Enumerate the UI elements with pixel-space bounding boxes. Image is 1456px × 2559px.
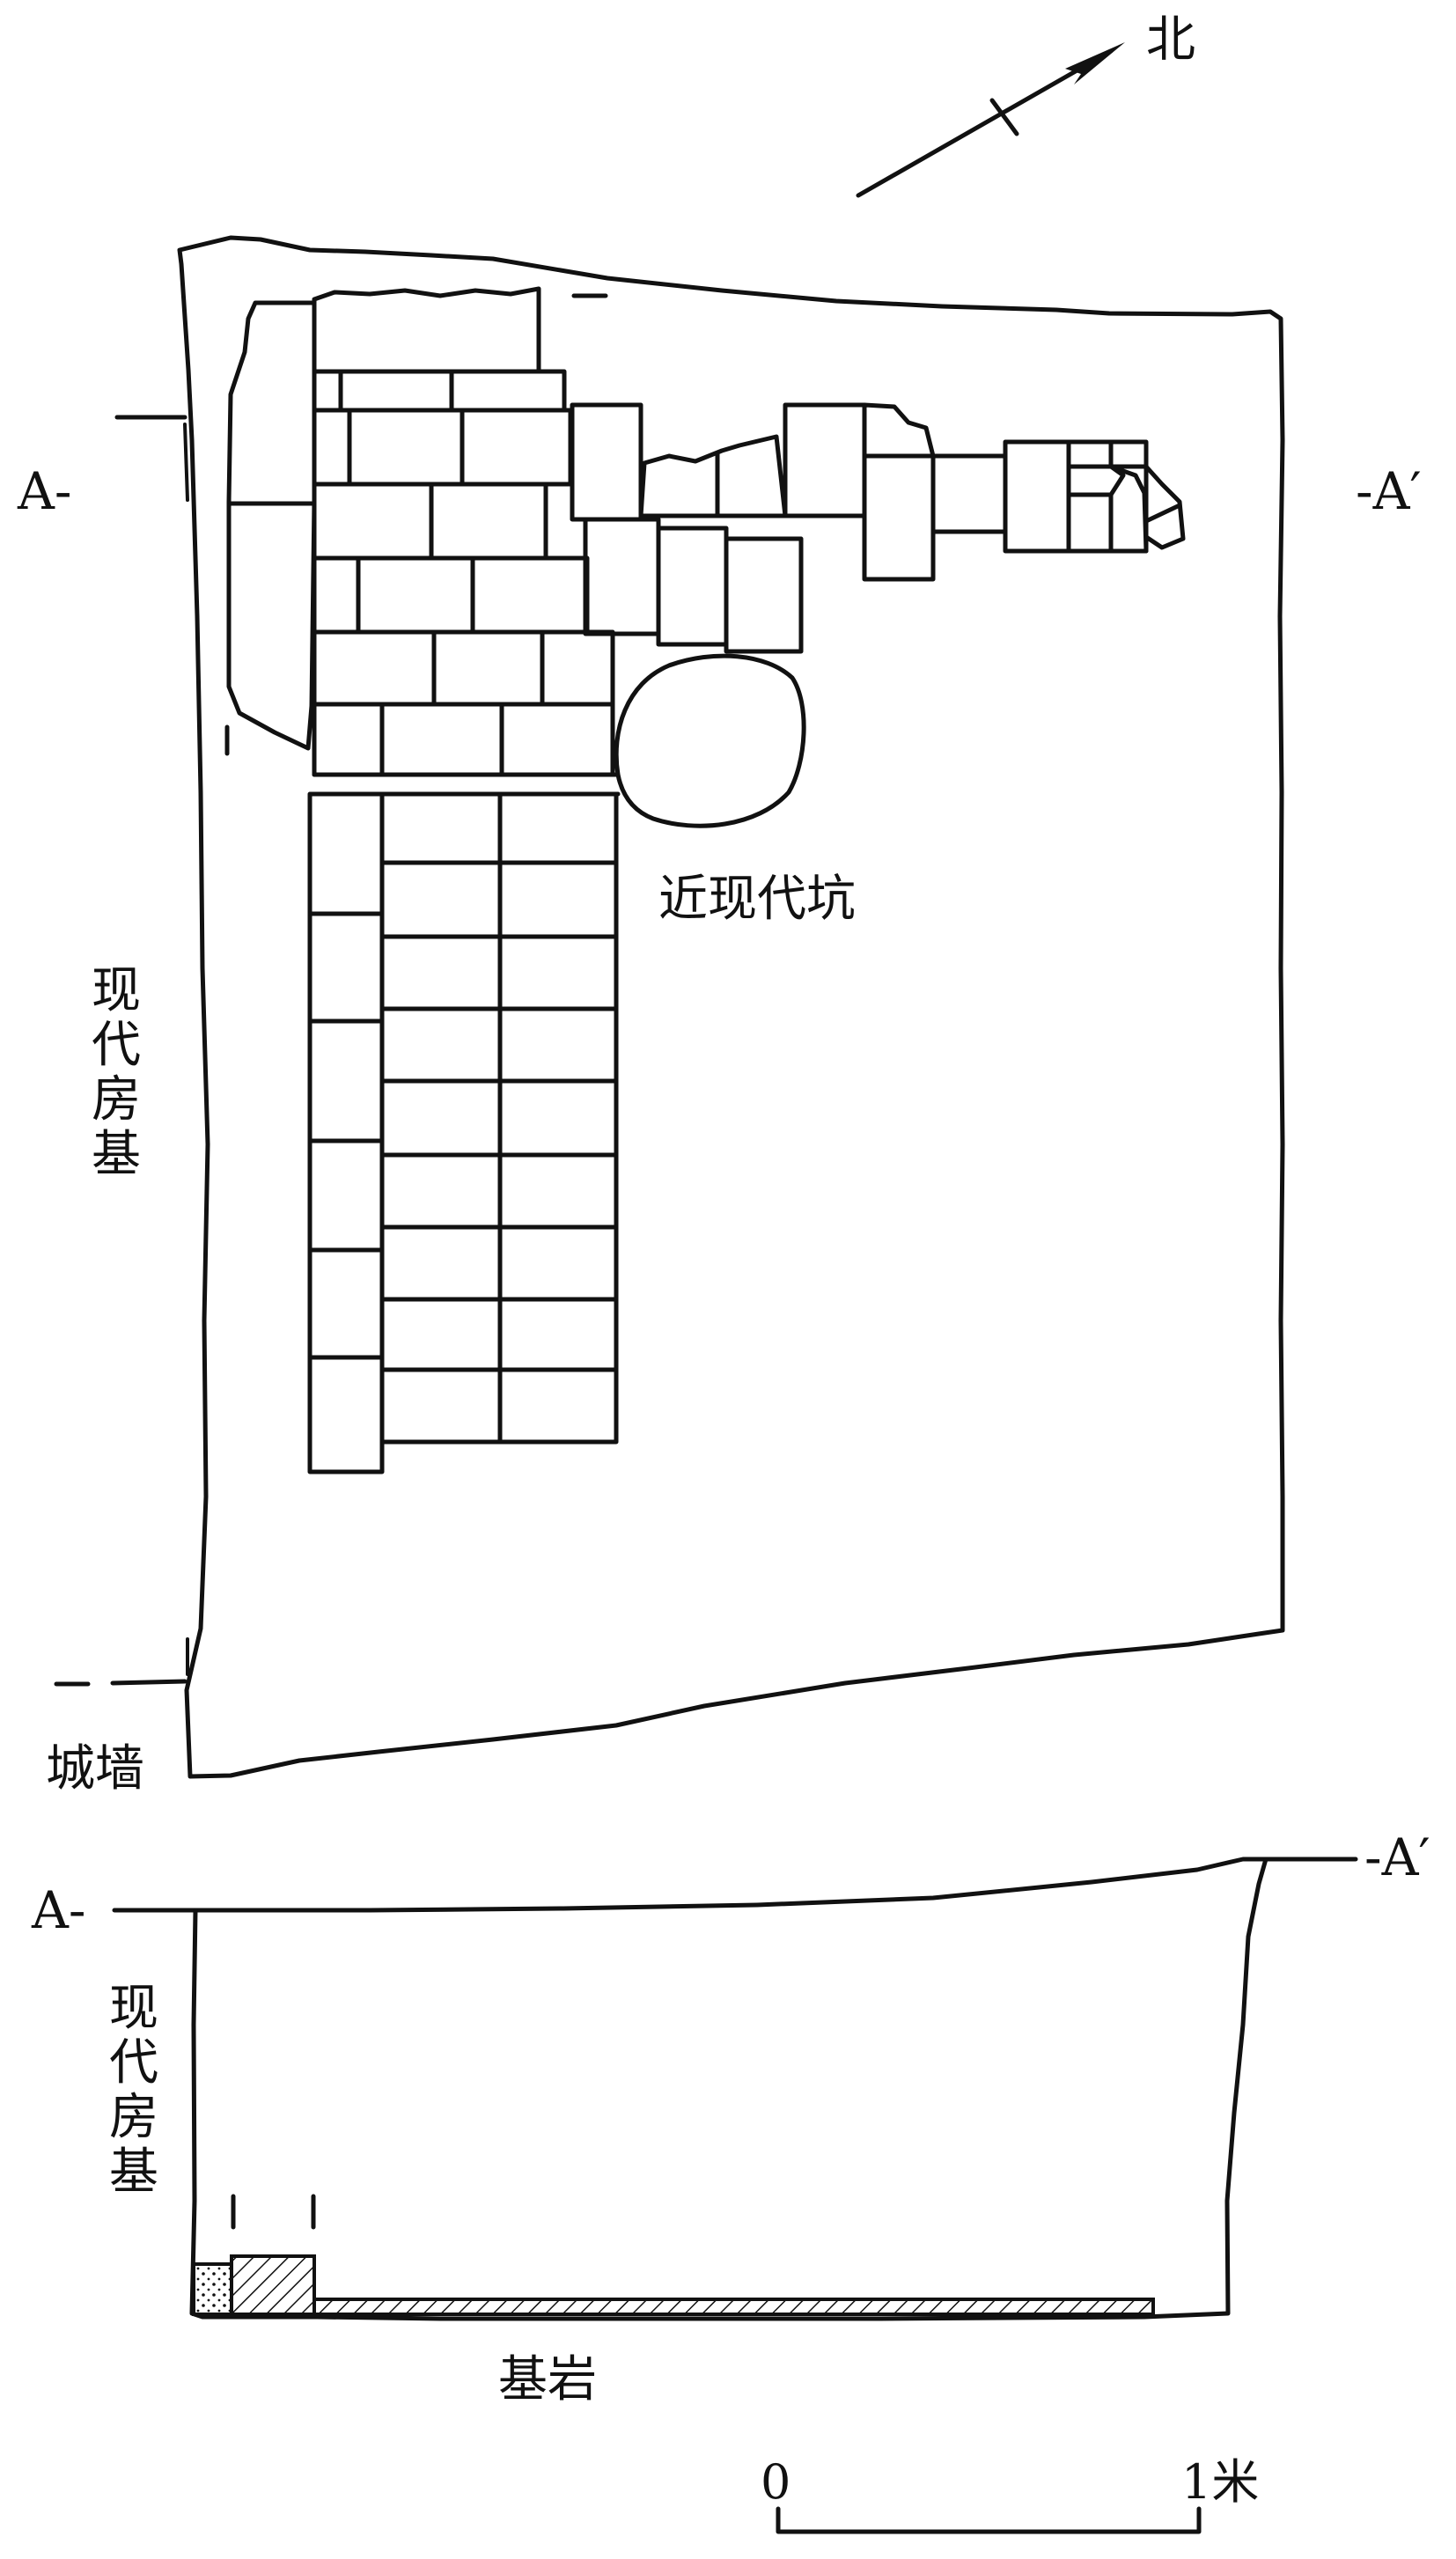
brick-fragment (1108, 464, 1149, 554)
brick (570, 402, 643, 522)
profile-view: A- -A′ 现 代 房 基 基岩 (31, 1827, 1430, 2408)
brick-joint (1143, 503, 1182, 524)
north-arrow-tick (989, 98, 1019, 136)
scale-zero-label: 0 (761, 2454, 791, 2510)
brick (312, 369, 343, 413)
brick (312, 702, 385, 777)
profile-modern-foundation-3: 房 (109, 2089, 158, 2146)
brick (312, 408, 352, 487)
brick-cap (312, 286, 541, 374)
brick (470, 555, 590, 635)
rubble-fill (192, 2262, 233, 2316)
brick (312, 482, 434, 561)
plan-modern-foundation-1: 现 (92, 962, 141, 1019)
city-wall-line-b (110, 1679, 188, 1686)
brick (379, 702, 504, 777)
profile-surface (112, 1857, 1292, 1913)
brick (656, 526, 729, 647)
plan-view: A- -A′ 现 代 房 基 城墙 近现代坑 (17, 235, 1422, 1798)
brick (429, 482, 548, 561)
modern-pit-label: 近现代坑 (658, 871, 856, 928)
brick-in-section (230, 2254, 316, 2316)
north-arrow: 北 (856, 11, 1195, 198)
bedrock-label: 基岩 (498, 2351, 597, 2408)
profile-modern-foundation-2: 代 (109, 2034, 158, 2092)
plan-modern-foundation-4: 基 (92, 1126, 141, 1183)
brick (783, 402, 867, 518)
lower-bricks (307, 791, 619, 1474)
bedrock-layer (313, 2298, 1155, 2316)
brick (540, 629, 615, 707)
brick (583, 517, 661, 636)
plan-section-label-left: A- (17, 461, 71, 521)
wall-remnant (226, 300, 317, 751)
plan-boundary (177, 235, 1285, 1779)
north-arrow-head-icon (1065, 42, 1125, 85)
brick (862, 453, 936, 582)
brick (431, 629, 545, 707)
scale-line (776, 2506, 1202, 2534)
brick (356, 555, 475, 635)
profile-section-label-left: A- (31, 1880, 85, 1940)
north-arrow-shaft (856, 48, 1114, 198)
brick (312, 555, 361, 635)
profile-modern-foundation-4: 基 (109, 2144, 158, 2201)
plan-modern-foundation-3: 房 (92, 1071, 141, 1129)
scale-bar: 0 1米 (761, 2454, 1259, 2534)
brick (930, 453, 1008, 534)
profile-modern-foundation-1: 现 (109, 1980, 158, 2037)
upper-bricks (312, 369, 621, 797)
plan-modern-foundation-2: 代 (92, 1017, 141, 1074)
brick (338, 369, 454, 413)
brick (1003, 439, 1071, 554)
profile-walls (189, 1857, 1268, 2321)
modern-pit (614, 653, 806, 828)
scale-one-label: 1米 (1181, 2454, 1259, 2510)
north-label: 北 (1146, 11, 1195, 69)
brick (862, 402, 936, 459)
brick (638, 434, 788, 518)
modern-foundation-line (183, 423, 189, 502)
brick (347, 408, 465, 487)
brick (499, 702, 615, 777)
city-wall-label: 城墙 (46, 1740, 144, 1798)
brick (724, 536, 804, 654)
brick-fragment (1143, 464, 1186, 550)
brick-column-left (307, 791, 385, 1474)
brick (312, 629, 437, 707)
brick (460, 408, 573, 487)
plan-section-label-right: -A′ (1356, 461, 1422, 521)
profile-section-label-right: -A′ (1364, 1827, 1430, 1887)
brick (449, 369, 567, 413)
east-bricks (570, 402, 1186, 654)
